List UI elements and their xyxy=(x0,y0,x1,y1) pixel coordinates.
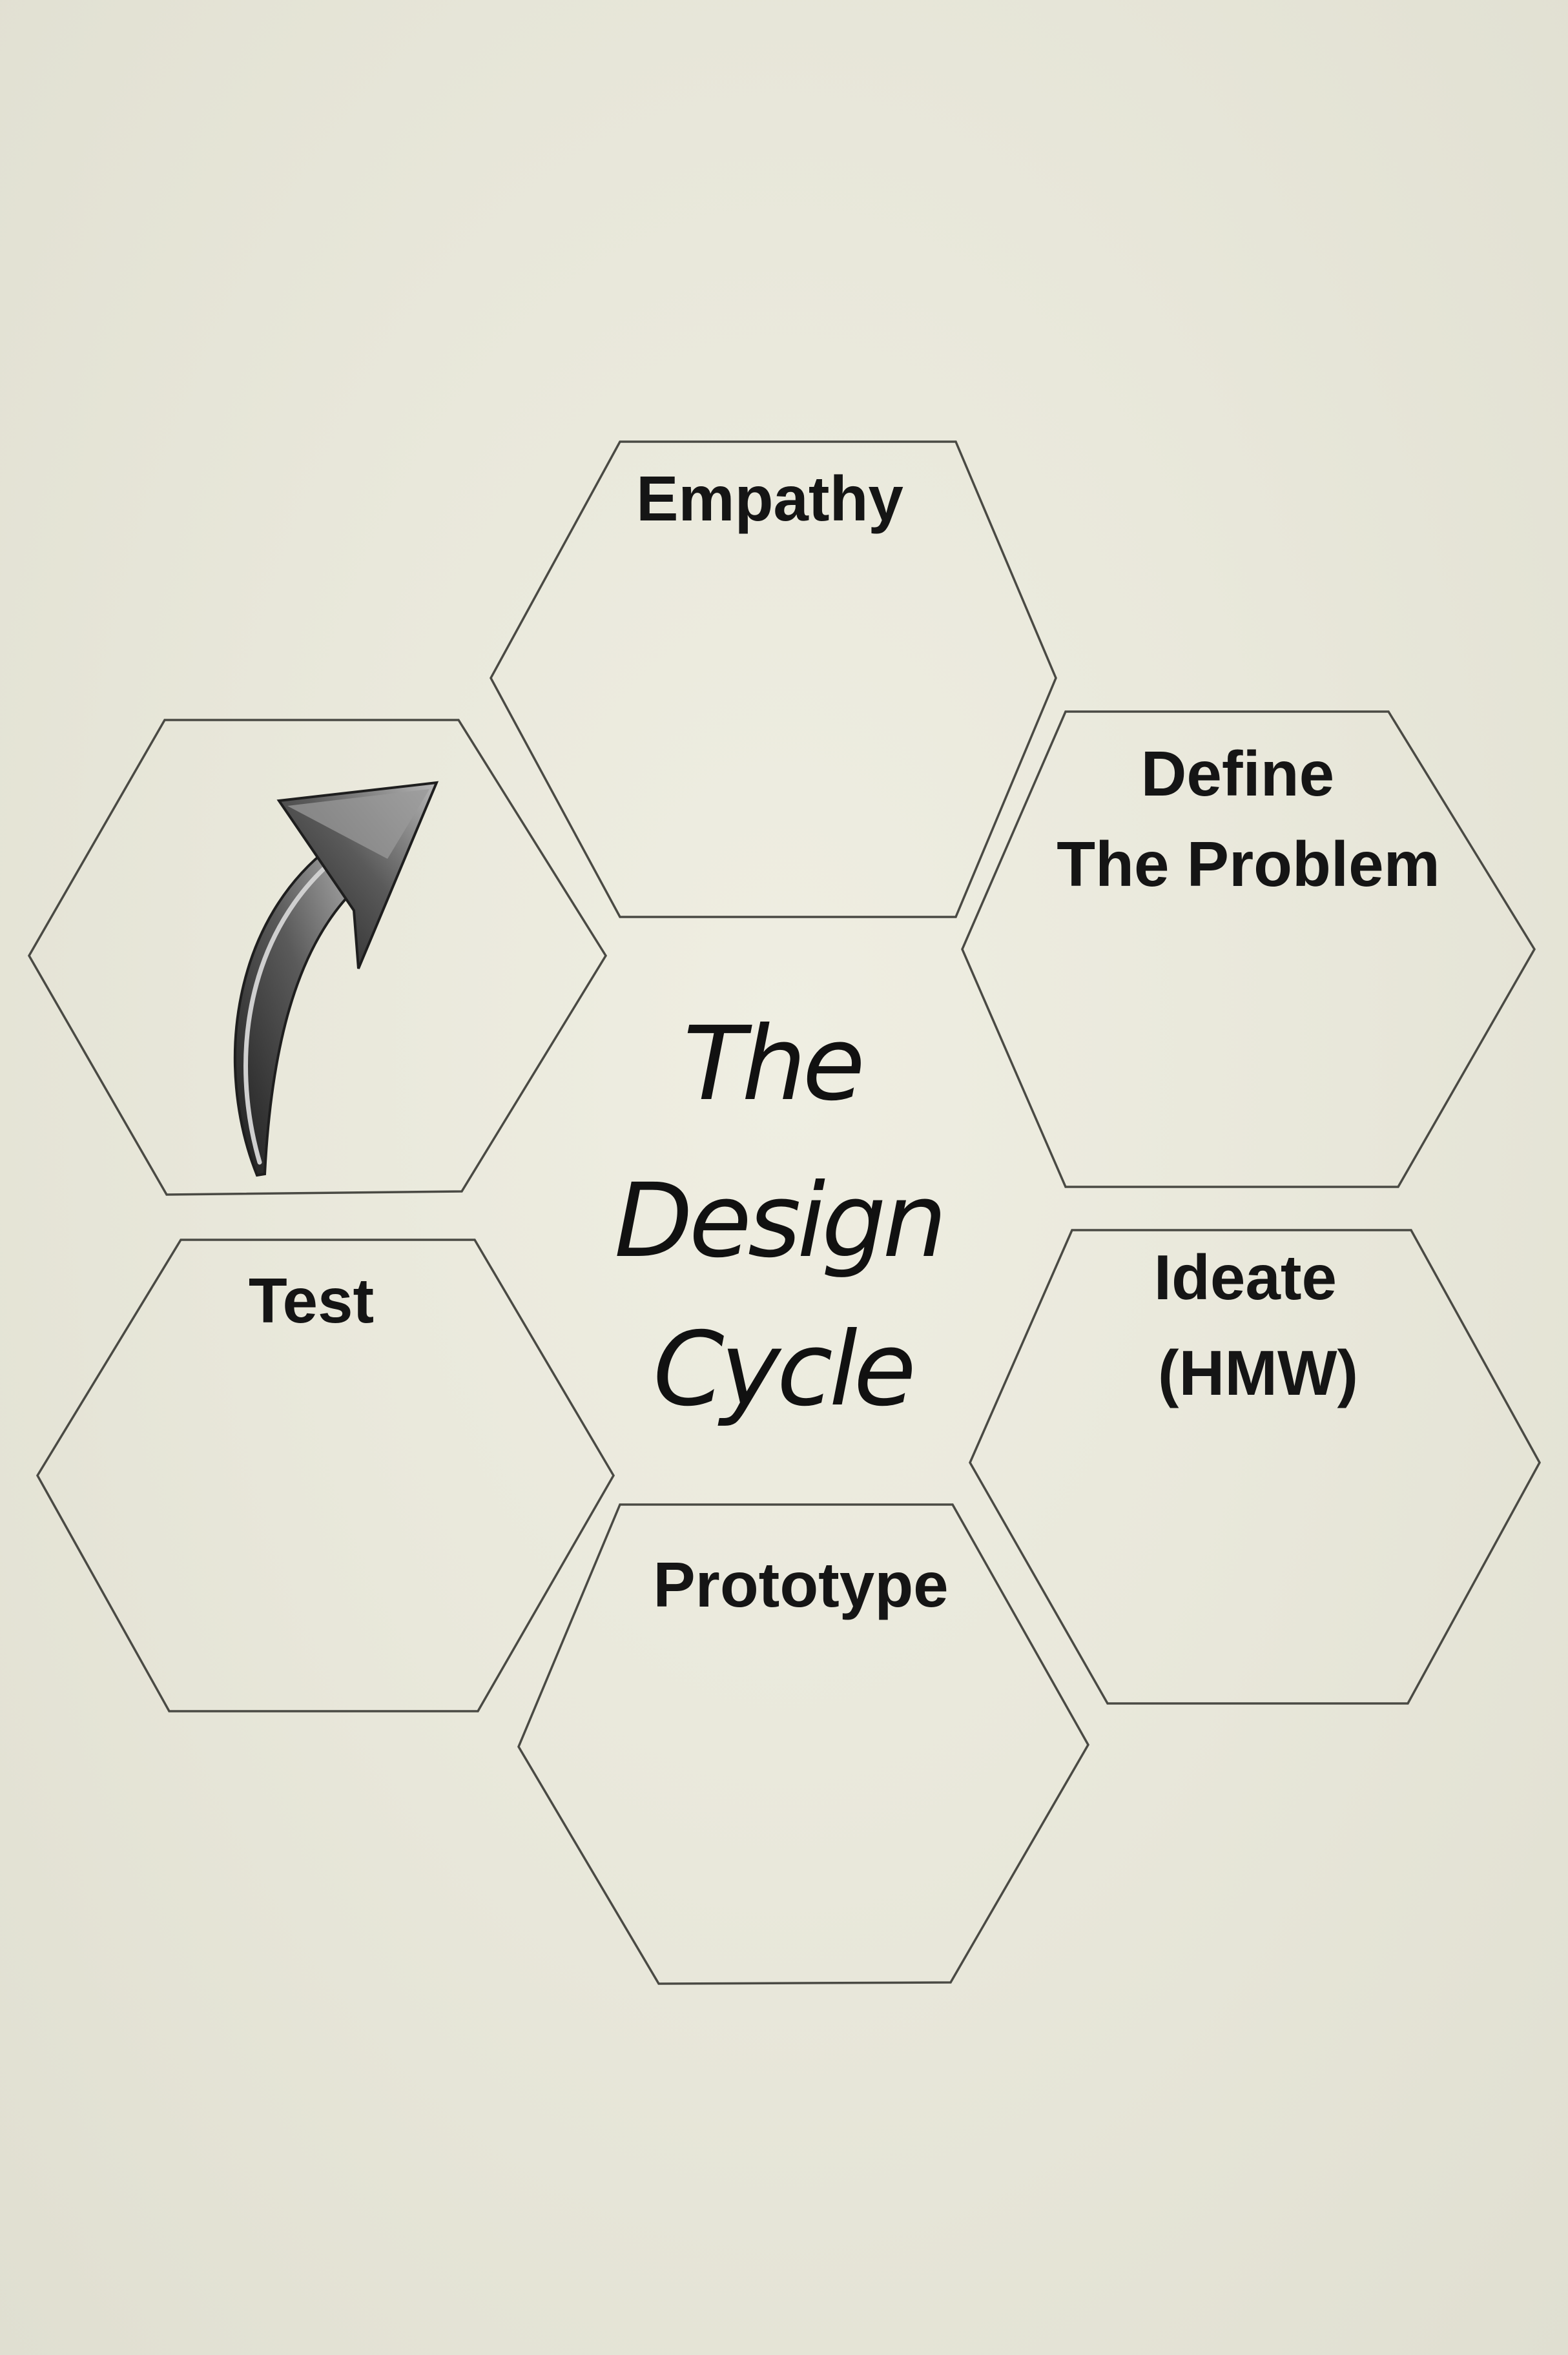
curved-arrow-icon xyxy=(233,781,439,1177)
hex-empathy-outline xyxy=(490,440,1057,918)
hex-empathy: Empathy xyxy=(490,440,1057,918)
hex-prototype: Prototype xyxy=(517,1503,1090,1985)
center-title-line-1: The xyxy=(683,1005,861,1124)
hex-arrow-outline xyxy=(27,719,608,1196)
define-label: Define The Problem xyxy=(1057,738,1440,900)
hex-test-outline xyxy=(36,1239,615,1712)
prototype-label: Prototype xyxy=(653,1549,948,1620)
hex-define: Define The Problem xyxy=(961,710,1536,1188)
hex-define-outline xyxy=(961,710,1536,1188)
test-label: Test xyxy=(249,1265,374,1336)
center-title-line-3: Cycle xyxy=(653,1310,913,1429)
prototype-label-line-1: Prototype xyxy=(653,1549,948,1620)
define-label-line-2: The Problem xyxy=(1057,828,1440,900)
ideate-label: Ideate (HMW) xyxy=(1154,1242,1358,1408)
hex-ideate-outline xyxy=(969,1229,1541,1705)
ideate-label-line-1: Ideate xyxy=(1154,1242,1337,1313)
hex-ideate: Ideate (HMW) xyxy=(969,1229,1541,1705)
ideate-label-line-2: (HMW) xyxy=(1158,1337,1358,1408)
define-label-line-1: Define xyxy=(1141,738,1335,809)
center-title-line-2: Design xyxy=(614,1162,944,1280)
test-label-line-1: Test xyxy=(249,1265,374,1336)
hex-prototype-outline xyxy=(517,1503,1090,1985)
center-title: The Design Cycle xyxy=(614,1005,972,1429)
empathy-label: Empathy xyxy=(636,463,903,534)
hex-arrow xyxy=(27,719,608,1196)
hex-test: Test xyxy=(36,1239,615,1712)
empathy-label-line-1: Empathy xyxy=(636,463,903,534)
